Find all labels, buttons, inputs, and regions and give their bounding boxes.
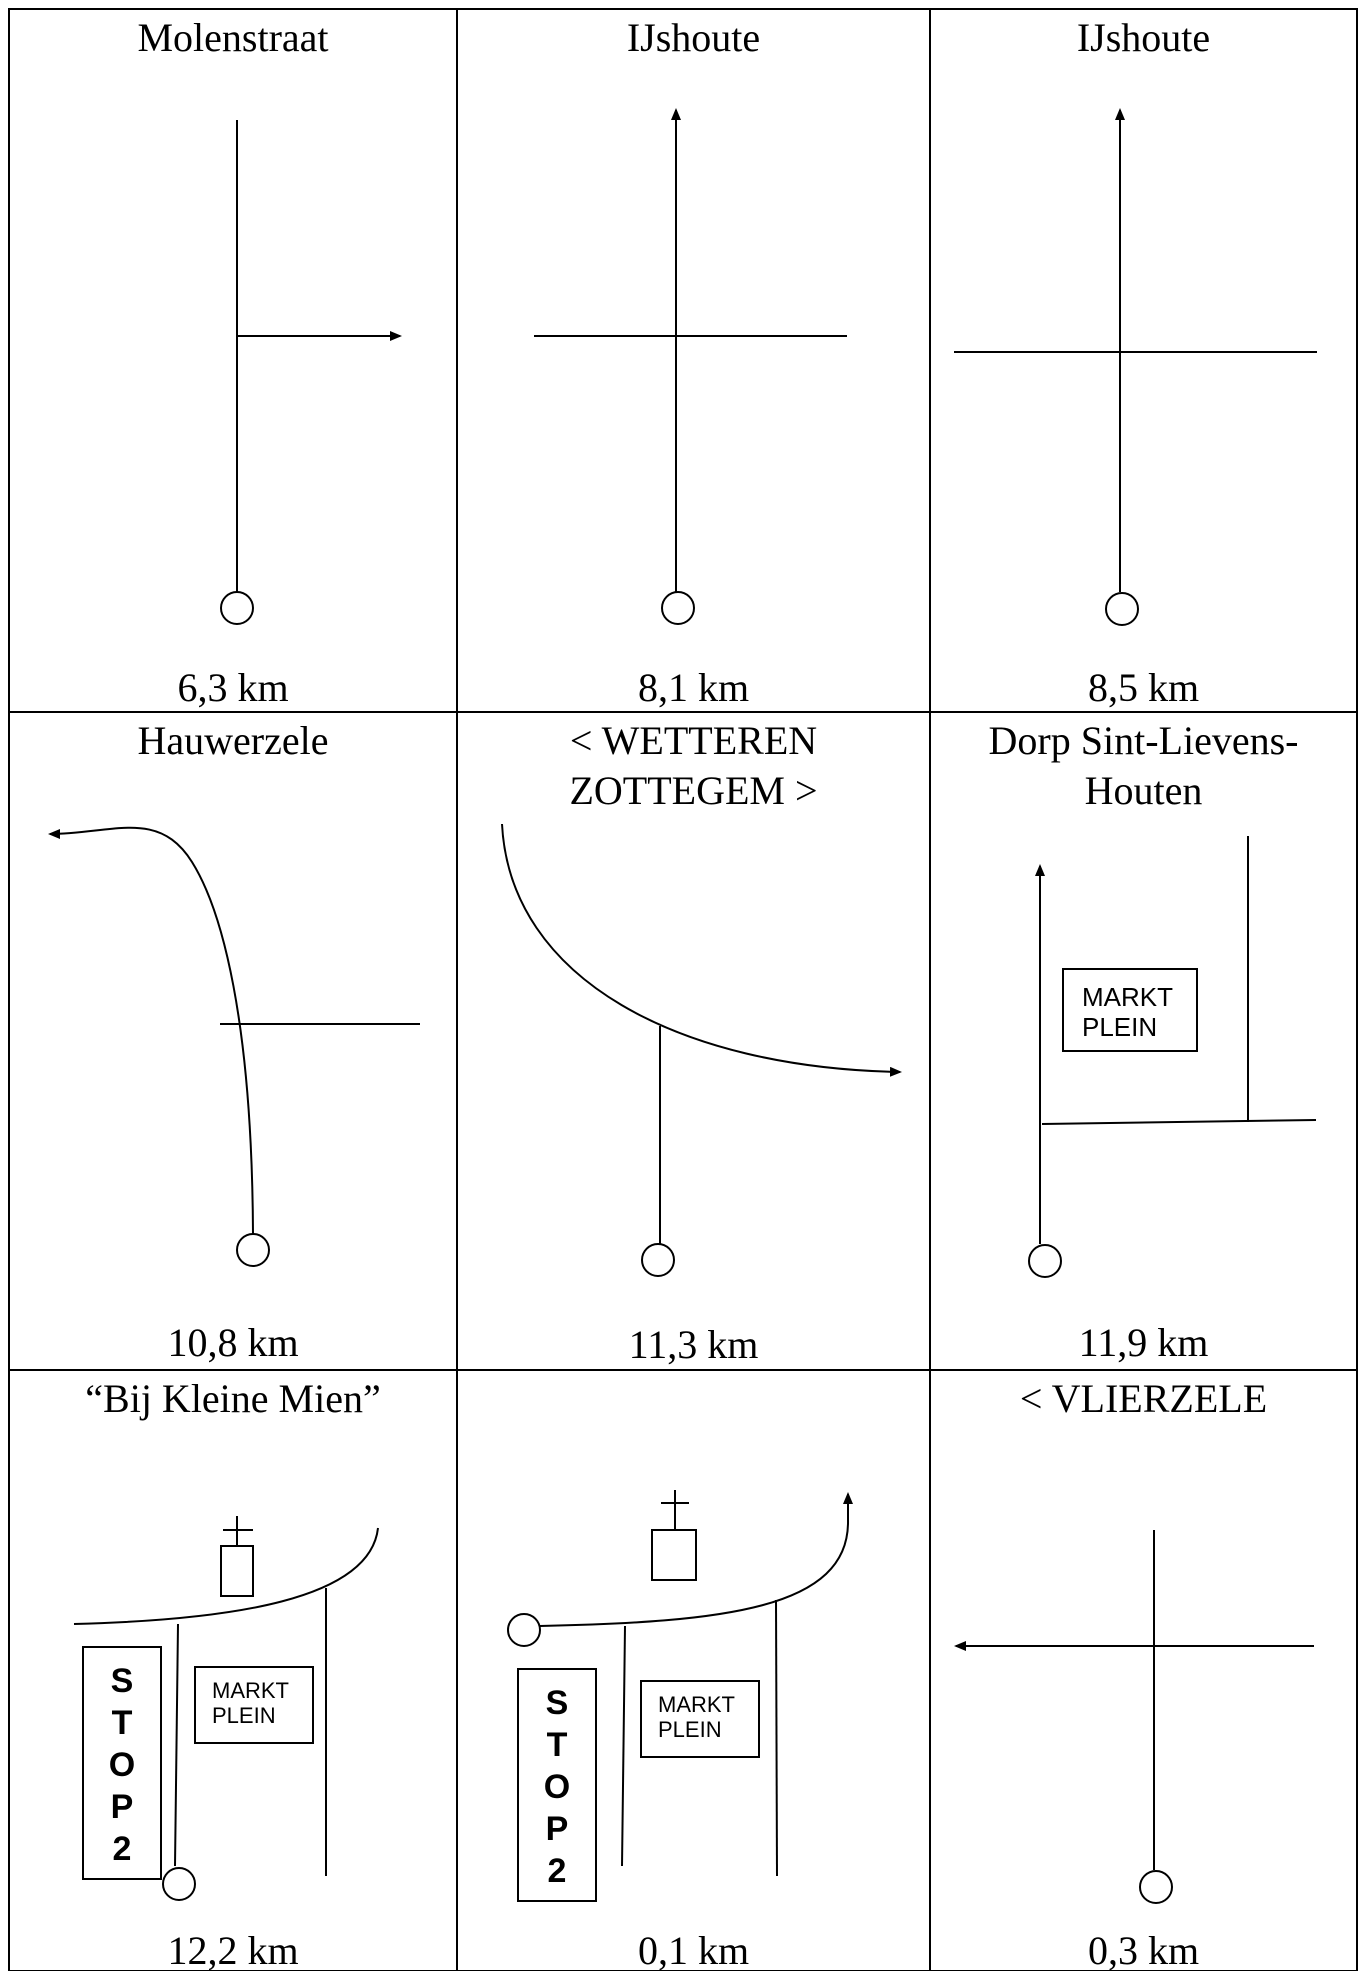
cell-distance: 12,2 km bbox=[167, 1928, 299, 1973]
route-cell-1: Molenstraat 6,3 km bbox=[9, 9, 457, 712]
cell-distance: 11,3 km bbox=[628, 1322, 759, 1367]
cell-title: < WETTEREN ZOTTEGEM > bbox=[569, 718, 818, 813]
start-circle bbox=[1028, 1244, 1062, 1278]
route-cell-7: “Bij Kleine Mien” S T O P 2 MARKT PLEIN … bbox=[9, 1370, 457, 1973]
cell-title: Dorp Sint-Lievens- Houten bbox=[988, 718, 1299, 813]
route-cell-2: IJshoute 8,1 km bbox=[457, 9, 930, 712]
stop-sign: S T O P 2 bbox=[82, 1646, 162, 1880]
start-circle bbox=[507, 1613, 541, 1647]
cell-title: IJshoute bbox=[1076, 15, 1211, 60]
cell-title: < VLIERZELE bbox=[1019, 1376, 1268, 1421]
start-circle bbox=[1139, 1870, 1173, 1904]
route-cell-3: IJshoute 8,5 km bbox=[930, 9, 1357, 712]
table-grid bbox=[8, 8, 1358, 1971]
cell-title: “Bij Kleine Mien” bbox=[85, 1376, 381, 1421]
road-diagram-9 bbox=[954, 1530, 1314, 1904]
markt-plein-label: MARKT PLEIN bbox=[640, 1680, 760, 1758]
markt-plein-label: MARKT PLEIN bbox=[1062, 968, 1198, 1052]
start-circle bbox=[220, 591, 254, 625]
route-cell-8: S T O P 2 MARKT PLEIN 0,1 km bbox=[457, 1370, 930, 1973]
road-diagram-5 bbox=[501, 823, 902, 1277]
road-diagram-8 bbox=[507, 1490, 853, 1877]
road-diagram-6 bbox=[1028, 836, 1317, 1278]
cell-title: IJshoute bbox=[626, 15, 761, 60]
start-circle bbox=[661, 591, 695, 625]
markt-plein-label: MARKT PLEIN bbox=[194, 1666, 314, 1744]
stop-sign: S T O P 2 bbox=[517, 1668, 597, 1902]
cell-distance: 0,1 km bbox=[637, 1928, 750, 1973]
route-cell-6: Dorp Sint-Lievens- Houten MARKT PLEIN 11… bbox=[930, 712, 1357, 1370]
road-diagram-4 bbox=[48, 826, 420, 1267]
road-diagram-3 bbox=[954, 108, 1317, 626]
route-cell-5: < WETTEREN ZOTTEGEM > 11,3 km bbox=[457, 712, 930, 1370]
start-circle bbox=[236, 1233, 270, 1267]
cell-title: Molenstraat bbox=[137, 15, 329, 60]
road-diagram-1 bbox=[220, 120, 402, 625]
cell-distance: 0,3 km bbox=[1087, 1928, 1200, 1973]
start-circle bbox=[1105, 592, 1139, 626]
route-cell-4: Hauwerzele 10,8 km bbox=[9, 712, 457, 1370]
cell-distance: 11,9 km bbox=[1078, 1320, 1209, 1365]
cell-distance: 6,3 km bbox=[177, 665, 289, 710]
cell-distance: 10,8 km bbox=[167, 1320, 299, 1365]
road-diagram-7 bbox=[73, 1516, 379, 1901]
route-cell-9: < VLIERZELE 0,3 km bbox=[930, 1370, 1357, 1973]
start-circle bbox=[162, 1867, 196, 1901]
cell-distance: 8,1 km bbox=[637, 665, 750, 710]
cell-title: Hauwerzele bbox=[137, 718, 329, 763]
cell-distance: 8,5 km bbox=[1087, 665, 1200, 710]
road-diagram-2 bbox=[534, 108, 847, 625]
start-circle bbox=[641, 1243, 675, 1277]
